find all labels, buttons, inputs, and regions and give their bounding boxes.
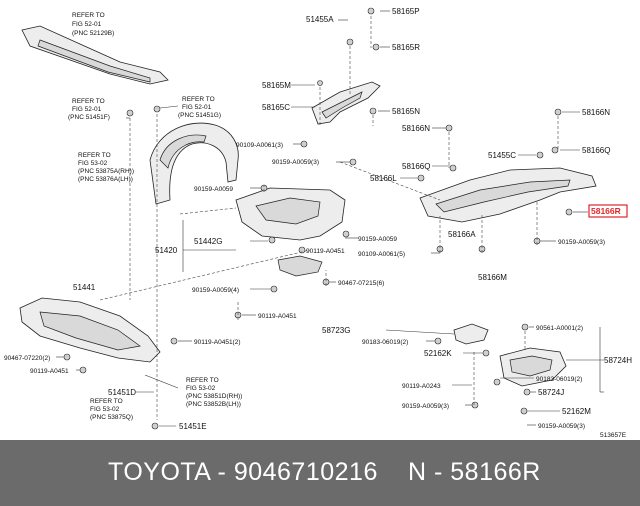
label-58166q: 58166Q: [582, 146, 610, 155]
label-90561-a0001-2: 90561-A0001(2): [536, 325, 583, 332]
refer-label-53851d-line3: (PNC 53851D(RH)): [186, 393, 242, 400]
label-90159-a0059-3-top: 90159-A0059(3): [272, 159, 319, 166]
refer-label-53875a-line2: FIG 53-02: [78, 160, 108, 167]
label-58166q-left: 58166Q: [402, 162, 430, 171]
label-90119-a0451-2: 90119-A0451(2): [194, 339, 241, 346]
label-90159-a0059-3-r: 90159-A0059(3): [558, 239, 605, 246]
footer-reference-code: N - 58166R: [408, 458, 541, 486]
label-58166l: 58166L: [370, 174, 397, 183]
refer-label-53875q-line2: FIG 53-02: [90, 406, 120, 413]
footer-brand-part-number: TOYOTA - 9046710216: [108, 458, 378, 486]
front-bumper-strip: [21, 25, 169, 85]
label-58165p: 58165P: [392, 7, 420, 16]
refer-label-51451f-line1: REFER TO: [72, 98, 105, 105]
part-labels: REFER TO FIG 52-01 (PNC 52129B) REFER TO…: [4, 7, 632, 439]
refer-label-53875q-line3: (PNC 53875Q): [90, 414, 133, 421]
refer-label-51451f-line3: (PNC 51451F): [68, 114, 110, 121]
refer-label-52129b-line3: (PNC 52129B): [72, 30, 114, 37]
footer-bar: TOYOTA - 9046710216 N - 58166R: [0, 440, 640, 506]
refer-label-51451f-line2: FIG 52-01: [72, 106, 102, 113]
label-90119-a0451-b: 90119-A0451: [258, 313, 297, 320]
label-58166n-top: 58166N: [582, 108, 610, 117]
refer-label-51451g-line1: REFER TO: [182, 96, 215, 103]
label-58166r: 58166R: [591, 206, 621, 216]
bracket-58723g: [453, 323, 489, 345]
label-90467-07215-6: 90467-07215(6): [338, 280, 384, 287]
label-58165m: 58165M: [262, 81, 291, 90]
refer-label-53875a-line3: (PNC 53875A(RH)): [78, 168, 134, 175]
refer-label-53851d-line1: REFER TO: [186, 377, 219, 384]
label-90159-a0059-4: 90159-A0059(4): [192, 287, 239, 294]
label-52162m: 52162M: [562, 407, 591, 416]
refer-label-53875a-line4: (PNC 53876A(LH)): [78, 176, 133, 183]
label-51451d: 51451D: [108, 388, 136, 397]
label-58724j: 58724J: [538, 388, 564, 397]
refer-label-51451g-line2: FIG 52-01: [182, 104, 212, 111]
refer-label-53851d-line2: FIG 53-02: [186, 385, 216, 392]
label-58166n: 58166N: [402, 124, 430, 133]
label-51451e: 51451E: [179, 422, 207, 431]
label-90159-a0059-b: 90159-A0059: [358, 236, 397, 243]
refer-label-53851d-line4: (PNC 53852B(LH)): [186, 401, 241, 408]
label-90159-a0059: 90159-A0059: [194, 186, 233, 193]
refer-label-52129b-line1: REFER TO: [72, 12, 105, 19]
label-90183-06019-2-a: 90183-06019(2): [362, 339, 408, 346]
label-90467-07220-2: 90467-07220(2): [4, 355, 50, 362]
label-52162k: 52162K: [424, 349, 452, 358]
label-51442g: 51442G: [194, 237, 222, 246]
refer-label-53875a-line1: REFER TO: [78, 152, 111, 159]
label-90109-a0061-3: 90109-A0061(3): [236, 142, 283, 149]
label-90183-06019-2-b: 90183-06019(2): [536, 376, 582, 383]
parts-diagram: REFER TO FIG 52-01 (PNC 52129B) REFER TO…: [4, 7, 633, 439]
refer-label-53875q-line1: REFER TO: [90, 398, 123, 405]
label-90119-a0243: 90119-A0243: [402, 383, 441, 390]
label-90109-a0061-5: 90109-A0061(5): [358, 251, 405, 258]
label-58166m: 58166M: [478, 273, 507, 282]
label-51455c: 51455C: [488, 151, 516, 160]
figure-code: 513657E: [600, 432, 627, 439]
label-51441: 51441: [73, 283, 96, 292]
label-90119-a0451-a: 90119-A0451: [306, 248, 345, 255]
leader-lines: [56, 10, 604, 427]
label-51455a: 51455A: [306, 15, 334, 24]
highlight-box-58166r: [588, 204, 628, 218]
label-90119-a0451-c: 90119-A0451: [30, 368, 69, 375]
label-90159-a0059-3-b: 90159-A0059(3): [402, 403, 449, 410]
label-58724h: 58724H: [604, 356, 632, 365]
label-58165n: 58165N: [392, 107, 420, 116]
refer-label-51451g-line3: (PNC 51451G): [178, 112, 221, 119]
refer-label-52129b-line2: FIG 52-01: [72, 21, 102, 28]
label-58166a: 58166A: [448, 230, 476, 239]
label-58165r: 58165R: [392, 43, 420, 52]
parts-diagram-svg: REFER TO FIG 52-01 (PNC 52129B) REFER TO…: [4, 7, 632, 439]
label-51420: 51420: [155, 246, 178, 255]
label-58723g: 58723G: [322, 326, 350, 335]
label-90159-a0059-3-c: 90159-A0059(3): [538, 423, 585, 430]
label-58165c: 58165C: [262, 103, 290, 112]
